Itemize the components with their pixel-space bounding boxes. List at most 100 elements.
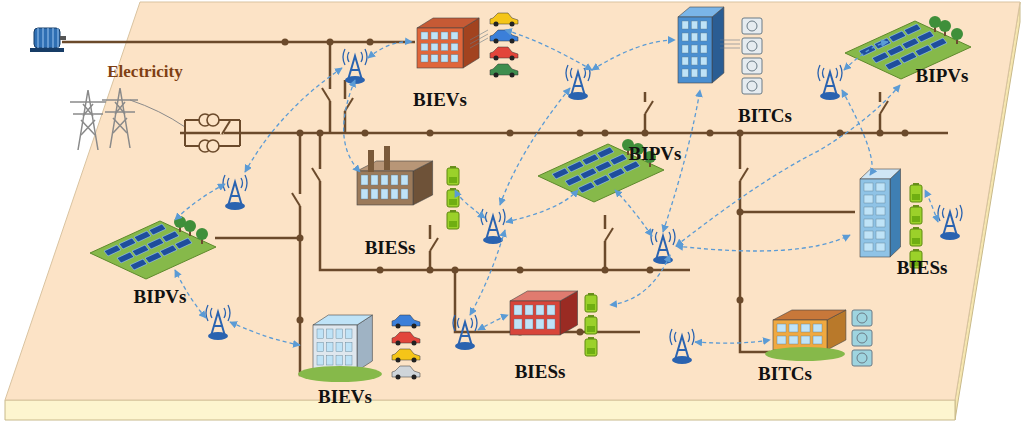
building-front (510, 301, 560, 335)
communication-link (344, 80, 360, 172)
junction-dot (737, 130, 744, 137)
generator-body (34, 28, 60, 48)
junction-dot (317, 130, 324, 137)
transformer-coil (207, 140, 219, 152)
battery-icon (447, 212, 459, 229)
antenna-icon (343, 49, 367, 84)
building-window (701, 21, 707, 29)
car-wheel (396, 324, 401, 329)
building-window (336, 356, 343, 365)
car-wheel (510, 39, 515, 44)
communication-link (676, 85, 900, 246)
building-window (401, 189, 408, 199)
device-lead (720, 40, 740, 41)
communication-link (842, 90, 872, 175)
device-lead (470, 38, 488, 48)
ac-fan (857, 333, 867, 343)
tree-crown (174, 216, 186, 228)
battery-level (912, 216, 920, 222)
building-window (789, 324, 798, 332)
building-window (789, 336, 798, 344)
junction-dot (362, 130, 369, 137)
generator-fin (53, 28, 54, 48)
component-label: BIESs (897, 258, 948, 279)
building-window (514, 319, 522, 329)
office-tower-icon (678, 7, 724, 83)
component-label: BIESs (365, 238, 416, 259)
solar-panel (902, 38, 919, 49)
battery-level (449, 177, 457, 183)
solar-panel (117, 252, 134, 263)
switch-symbol (605, 228, 613, 241)
communication-link (844, 42, 888, 70)
ac-unit-icon (742, 18, 762, 34)
building-window (682, 69, 688, 77)
lawn (298, 366, 382, 382)
building-window (371, 175, 378, 185)
building-window (431, 32, 438, 39)
power-line (740, 133, 770, 352)
antenna-mast (486, 216, 500, 240)
building-window (317, 329, 324, 338)
antenna-icon (566, 65, 590, 100)
junction-dot (427, 267, 434, 274)
battery-icon (447, 168, 459, 185)
solar-panel (175, 238, 192, 249)
ac-fan (747, 61, 757, 71)
antenna-wave (938, 205, 962, 221)
battery-level (587, 326, 595, 332)
power-line (604, 215, 607, 270)
component-label: BITCs (758, 364, 812, 385)
junction-dot (642, 130, 649, 137)
car-wheel (412, 341, 417, 346)
junction-dot (602, 130, 609, 137)
solar-panel (552, 168, 569, 179)
power-line (320, 133, 690, 270)
communication-link (230, 322, 300, 345)
switch-symbol (880, 101, 888, 114)
building-window (777, 336, 786, 344)
grass-plot (90, 221, 216, 279)
building-window (391, 189, 398, 199)
car-wheel (412, 358, 417, 363)
battery-level (449, 221, 457, 227)
building-window (547, 305, 555, 315)
ac-unit-icon (852, 310, 872, 326)
building-window (691, 57, 697, 65)
solar-farm-icon (90, 216, 216, 279)
building-window (346, 356, 353, 365)
building-front (678, 17, 712, 83)
building-window (317, 356, 324, 365)
building-window (336, 342, 343, 351)
ground-plate (5, 2, 1020, 400)
building-roof (860, 169, 901, 179)
power-line (740, 211, 855, 214)
junction-dot (367, 39, 374, 46)
building-roof (678, 7, 724, 17)
pylon-strut (81, 120, 95, 135)
battery-icon (585, 317, 597, 334)
generator-fin (38, 28, 39, 48)
line-label: Electricity (107, 63, 183, 82)
building-window (691, 21, 697, 29)
building-window (441, 43, 448, 50)
tree-crown (951, 28, 963, 40)
building-window (391, 175, 398, 185)
junction-dot (377, 267, 384, 274)
solar-panel (597, 147, 614, 158)
component-label: BIESs (515, 362, 566, 383)
antenna-icon (651, 229, 675, 264)
car-wheel (510, 22, 515, 27)
solar-panel (104, 245, 121, 256)
solar-panel (567, 161, 584, 172)
solar-panel (147, 238, 164, 249)
building-window (401, 175, 408, 185)
car-wheel (494, 56, 499, 61)
ac-unit-icon (742, 78, 762, 94)
generator-shaft (60, 36, 66, 40)
building-window (691, 45, 697, 53)
component-label: BIPVs (134, 287, 187, 308)
antenna-mast (675, 336, 689, 360)
antenna-mast (228, 182, 242, 206)
